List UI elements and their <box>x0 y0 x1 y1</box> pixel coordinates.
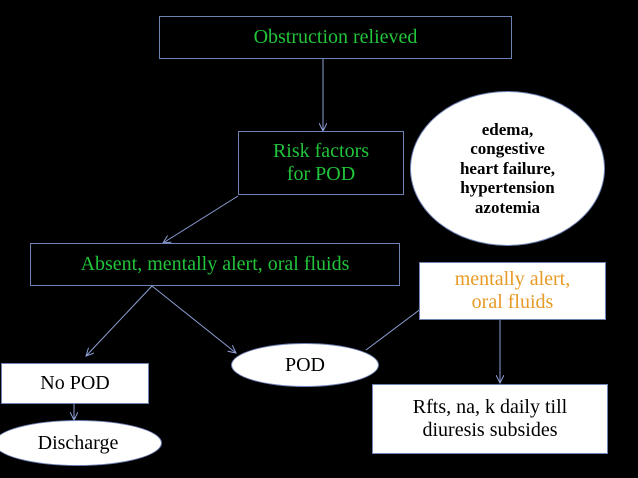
risk-factor-heart-failure: heart failure, <box>459 158 556 178</box>
pod-label: POD <box>284 353 325 376</box>
line-present-to-pod <box>365 304 427 351</box>
rfts-box: Rfts, na, k daily till diuresis subsides <box>372 384 608 454</box>
present-line-1: mentally alert, <box>454 268 571 290</box>
arrow-absent-to-pod <box>151 285 236 353</box>
absent-label: Absent, mentally alert, oral fluids <box>80 253 350 275</box>
risk-factor-congestive: congestive <box>470 139 545 159</box>
present-line-2: oral fluids <box>471 291 554 313</box>
risk-factors-box: Risk factors for POD <box>238 131 404 195</box>
risk-factor-edema: edema, <box>481 119 534 139</box>
risk-factors-ellipse: edema, congestive heart failure, hyperte… <box>410 91 605 246</box>
discharge-ellipse: Discharge <box>0 420 162 466</box>
arrow-absent-to-no-pod <box>86 285 153 356</box>
absent-box: Absent, mentally alert, oral fluids <box>30 243 400 286</box>
obstruction-relieved-label: Obstruction relieved <box>253 26 418 48</box>
risk-factor-hypertension: hypertension <box>460 178 555 198</box>
no-pod-box: No POD <box>1 363 149 404</box>
risk-factor-azotemia: azotemia <box>474 197 541 217</box>
pod-ellipse: POD <box>231 343 379 387</box>
risk-factors-line-2: for POD <box>286 163 356 185</box>
no-pod-label: No POD <box>40 372 110 394</box>
risk-factors-line-1: Risk factors <box>272 140 370 162</box>
rfts-line-2: diuresis subsides <box>422 419 558 441</box>
discharge-label: Discharge <box>37 431 119 454</box>
rfts-line-1: Rfts, na, k daily till <box>412 396 568 418</box>
obstruction-relieved-box: Obstruction relieved <box>159 16 512 59</box>
present-box: mentally alert, oral fluids <box>419 262 606 320</box>
arrow-risk-to-absent <box>163 195 239 243</box>
